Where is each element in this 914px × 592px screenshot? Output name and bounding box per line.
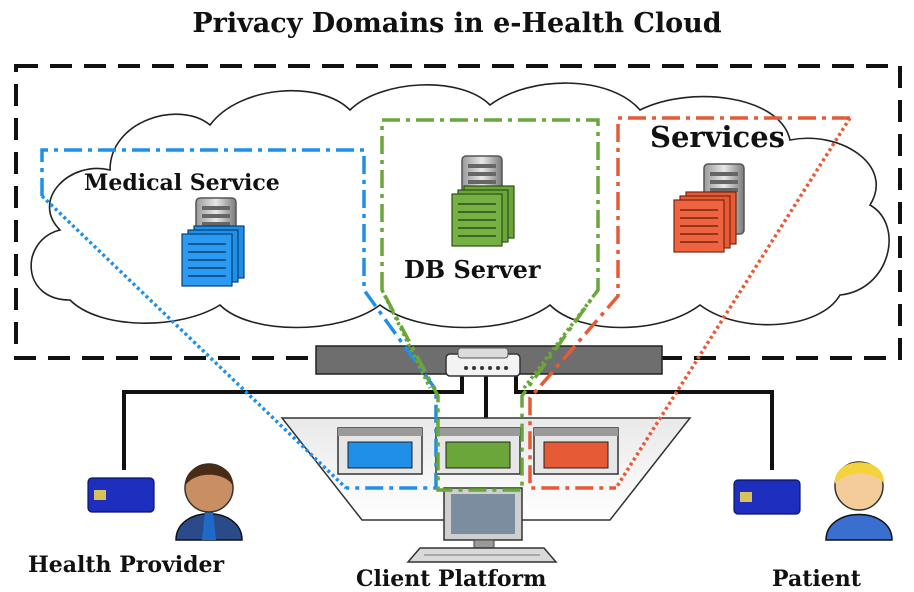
medical-domain-outline <box>40 148 438 490</box>
vm-window-services <box>533 427 619 475</box>
medical-service-label: Medical Service <box>84 170 280 196</box>
document-stack-icon <box>181 225 245 287</box>
vm-window-db <box>435 427 521 475</box>
db-server-label: DB Server <box>404 255 541 284</box>
diagram-title: Privacy Domains in e-Health Cloud <box>192 8 722 39</box>
services-label: Services <box>650 120 785 154</box>
network-switch-icon <box>445 347 521 377</box>
db-domain-outline <box>380 118 600 492</box>
health-provider-label: Health Provider <box>28 552 225 578</box>
document-stack-icon <box>673 191 737 253</box>
client-platform-label: Client Platform <box>356 566 547 592</box>
document-stack-icon <box>451 185 515 247</box>
patient-label: Patient <box>772 566 861 592</box>
computer-icon <box>406 487 558 563</box>
smart-card-icon <box>87 477 155 513</box>
vm-window-medical <box>337 427 423 475</box>
health-provider-person-icon <box>175 463 243 541</box>
smart-card-icon <box>733 479 801 515</box>
patient-person-icon <box>825 461 893 541</box>
services-domain-outline <box>528 116 852 490</box>
